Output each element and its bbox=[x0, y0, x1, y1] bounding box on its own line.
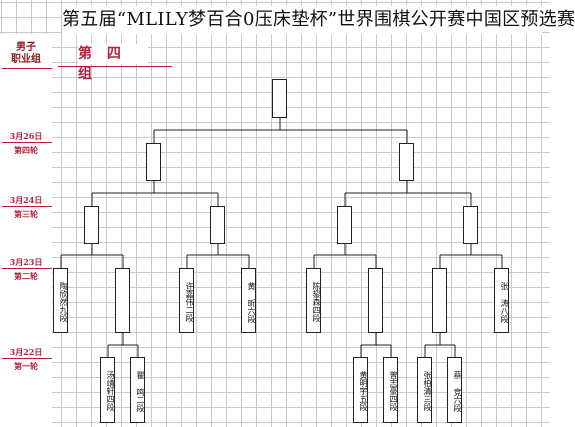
player-box bbox=[417, 357, 432, 423]
quarterfinal-box-3 bbox=[337, 206, 352, 244]
round2-date: 3月23日 bbox=[9, 257, 43, 267]
round2-winner-box-left bbox=[115, 268, 130, 333]
round2-label: 第二轮 bbox=[14, 271, 38, 281]
r1-mid-connector bbox=[360, 333, 392, 357]
round3-separator bbox=[2, 206, 52, 207]
round2-separator bbox=[2, 268, 52, 269]
player-name: 陶欣然九段 bbox=[59, 282, 68, 322]
round1-label: 第一轮 bbox=[14, 361, 38, 371]
final-connector bbox=[153, 118, 408, 143]
player-box bbox=[353, 357, 368, 423]
group-title: 第 四 组 bbox=[78, 44, 148, 82]
quarterfinal-box-2 bbox=[210, 206, 225, 244]
group-title-underline bbox=[58, 66, 172, 67]
semifinal-right-box bbox=[399, 143, 414, 181]
champion-box bbox=[272, 79, 287, 118]
page-title: 第五届“MLILY梦百合0压床垫杯”世界围棋公开赛中国区预选赛 bbox=[62, 6, 575, 34]
player-name: 黄 昕六段 bbox=[247, 281, 256, 323]
qf1-connector bbox=[60, 244, 124, 268]
left-semifinal-connector bbox=[91, 181, 219, 206]
qf2-connector bbox=[186, 244, 250, 268]
bracket-lines bbox=[60, 118, 503, 357]
r1-right-connector bbox=[424, 333, 456, 357]
category-underline bbox=[2, 68, 52, 69]
player-box bbox=[494, 268, 509, 333]
player-box bbox=[447, 357, 462, 423]
player-box bbox=[130, 357, 145, 423]
player-name: 汤靖轩四段 bbox=[106, 371, 115, 411]
player-name: 许嘉伟二段 bbox=[185, 282, 194, 322]
qf4-connector bbox=[439, 244, 503, 268]
round2-winner-box-right bbox=[432, 268, 447, 333]
round2-winner-box-mid bbox=[368, 268, 383, 333]
round4-date: 3月26日 bbox=[9, 131, 43, 141]
round-label-column bbox=[0, 34, 52, 427]
quarterfinal-box-4 bbox=[463, 206, 478, 244]
player-name: 曾志豪四段 bbox=[389, 371, 398, 411]
qf3-connector bbox=[313, 244, 377, 268]
semifinal-left-box bbox=[146, 143, 161, 181]
player-name: 黄明宇五段 bbox=[359, 371, 368, 411]
player-box bbox=[306, 268, 321, 333]
player-name: 蔡 竞六段 bbox=[453, 370, 462, 412]
player-name: 张柏清三段 bbox=[423, 371, 432, 411]
r1-left-connector bbox=[107, 333, 139, 357]
player-name: 瞿 鸣二段 bbox=[136, 370, 145, 412]
round4-separator bbox=[2, 142, 52, 143]
round4-label: 第四轮 bbox=[14, 145, 38, 155]
player-name: 张 涛八段 bbox=[500, 281, 509, 323]
player-box bbox=[241, 268, 256, 333]
player-box bbox=[53, 268, 68, 333]
round3-date: 3月24日 bbox=[9, 195, 43, 205]
player-name: 陈鋆森四段 bbox=[312, 282, 321, 322]
round3-label: 第三轮 bbox=[14, 209, 38, 219]
player-box bbox=[100, 357, 115, 423]
round1-date: 3月22日 bbox=[9, 347, 43, 357]
round1-separator bbox=[2, 358, 52, 359]
player-box bbox=[383, 357, 398, 423]
category-label: 男子 职业组 bbox=[11, 42, 41, 65]
quarterfinal-box-1 bbox=[84, 206, 99, 244]
player-box bbox=[179, 268, 194, 333]
right-semifinal-connector bbox=[344, 181, 472, 206]
